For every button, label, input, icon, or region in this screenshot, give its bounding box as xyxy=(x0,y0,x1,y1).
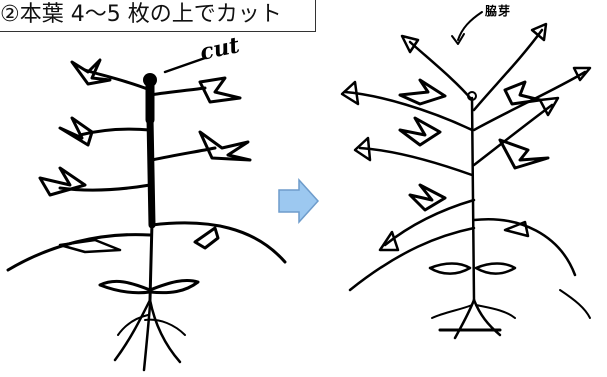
axillary-bud-label: 脇芽 xyxy=(485,4,512,18)
next-step-arrow xyxy=(278,178,320,224)
step-caption: ②本葉 4～5 枚の上でカット xyxy=(0,0,316,32)
cut-point xyxy=(143,73,157,87)
cut-pointer xyxy=(163,56,207,74)
plant-after xyxy=(340,11,592,340)
axillary-bud-arrows xyxy=(340,22,592,252)
bud-label-pointer xyxy=(457,11,483,41)
plant-before xyxy=(6,56,287,372)
